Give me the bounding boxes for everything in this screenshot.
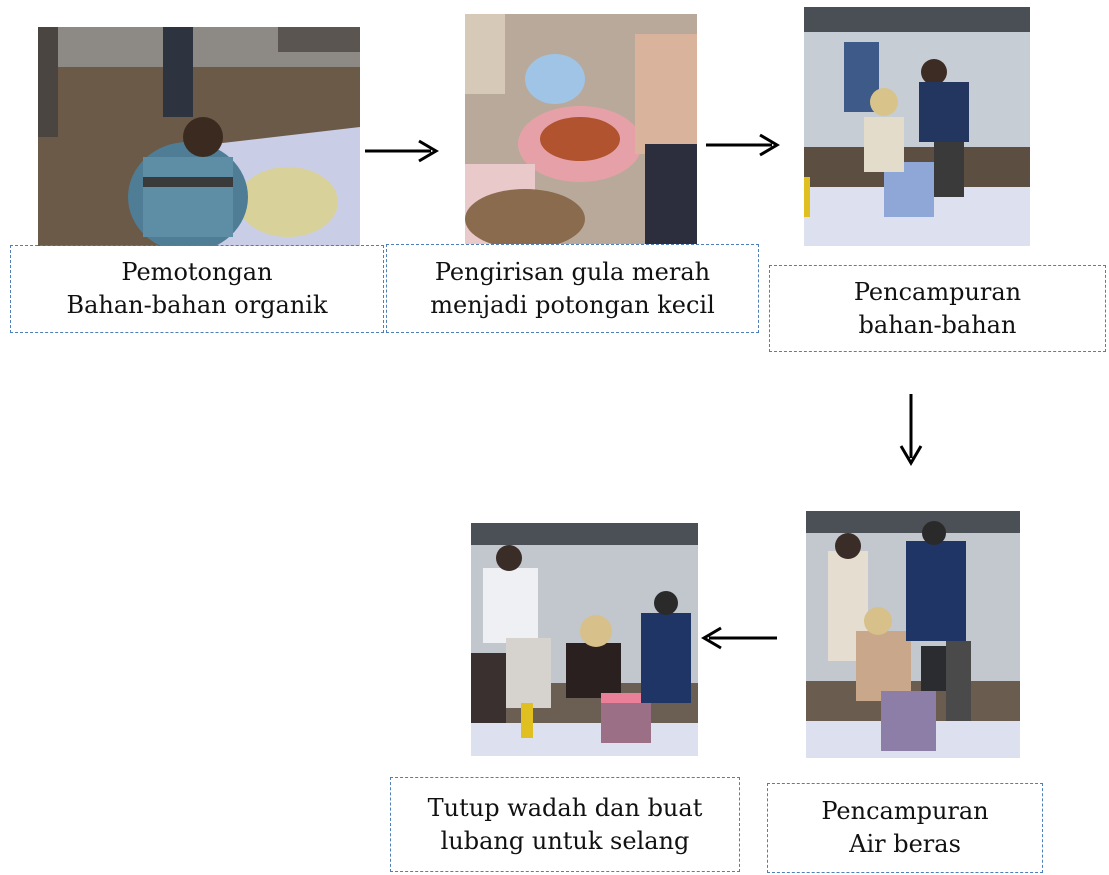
caption-step1: Pemotongan Bahan-bahan organik (10, 245, 384, 333)
caption-step1-line2: Bahan-bahan organik (66, 291, 328, 319)
photo-step5-closing-container (471, 523, 698, 756)
arrow-left-icon (701, 626, 777, 650)
caption-step3-line1: Pencampuran (853, 277, 1022, 306)
caption-step4-line1: Pencampuran (821, 797, 989, 825)
caption-step4: Pencampuran Air beras (767, 783, 1043, 873)
caption-step3: Pencampuran bahan-bahan (769, 265, 1106, 352)
caption-step5-line2: lubang untuk selang (440, 826, 690, 855)
caption-step1-line1: Pemotongan (121, 258, 273, 286)
caption-step5-line1: Tutup wadah dan buat (427, 793, 703, 822)
caption-step3-line2: bahan-bahan (858, 310, 1017, 339)
caption-step4-line2: Air beras (849, 830, 961, 858)
photo-step4-mixing-rice-water (806, 511, 1020, 758)
caption-step2-line2: menjadi potongan kecil (430, 290, 715, 319)
caption-step5: Tutup wadah dan buat lubang untuk selang (390, 777, 740, 872)
caption-step2-line1: Pengirisan gula merah (434, 257, 711, 286)
arrow-right-1-icon (365, 139, 439, 163)
photo-step2-slicing-palm-sugar (465, 14, 697, 244)
photo-step1-cutting-organic (38, 27, 360, 246)
arrow-right-2-icon (706, 133, 780, 157)
caption-step2: Pengirisan gula merah menjadi potongan k… (386, 244, 759, 333)
arrow-down-icon (899, 394, 923, 466)
photo-step3-mixing-ingredients (804, 7, 1030, 246)
